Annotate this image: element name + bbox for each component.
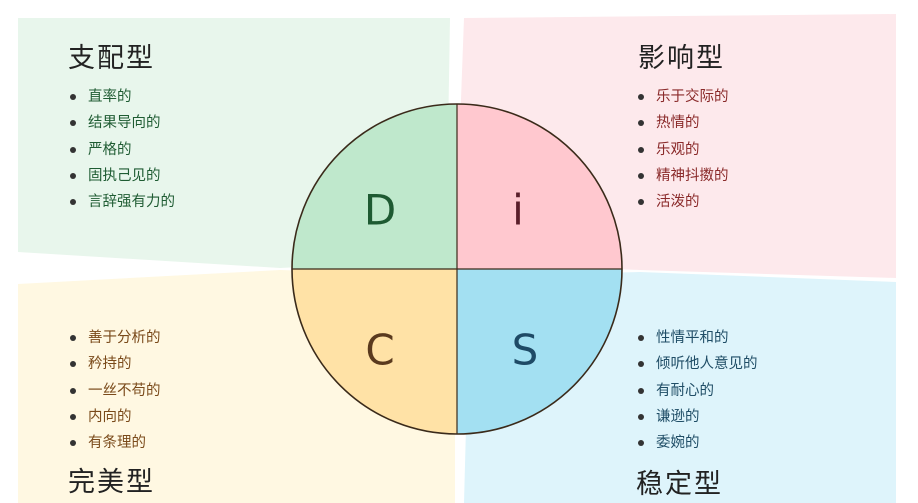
title-i: 影响型 xyxy=(638,43,725,74)
trait-list-d: 直率的 结果导向的 严格的 固执己见的 言辞强有力的 xyxy=(70,84,175,215)
sector-i xyxy=(457,104,622,269)
trait-item: 有耐心的 xyxy=(638,378,758,404)
trait-item: 善于分析的 xyxy=(70,325,161,351)
trait-item: 活泼的 xyxy=(638,189,729,215)
trait-item: 直率的 xyxy=(70,84,175,110)
trait-item: 委婉的 xyxy=(638,430,758,456)
disc-letter-i: i xyxy=(512,185,524,235)
trait-item: 固执己见的 xyxy=(70,163,175,189)
trait-item: 倾听他人意见的 xyxy=(638,351,758,377)
trait-item: 乐观的 xyxy=(638,137,729,163)
trait-item: 热情的 xyxy=(638,110,729,136)
title-s: 稳定型 xyxy=(636,469,723,500)
sector-c xyxy=(292,269,457,434)
trait-item: 结果导向的 xyxy=(70,110,175,136)
trait-item: 内向的 xyxy=(70,404,161,430)
sector-s xyxy=(457,269,622,434)
disc-letter-d: D xyxy=(363,185,397,235)
title-d: 支配型 xyxy=(68,43,155,74)
disc-letter-s: S xyxy=(511,325,539,375)
trait-item: 有条理的 xyxy=(70,430,161,456)
trait-item: 谦逊的 xyxy=(638,404,758,430)
trait-list-s: 性情平和的 倾听他人意见的 有耐心的 谦逊的 委婉的 xyxy=(638,325,758,456)
sector-d xyxy=(292,104,457,269)
disc-letter-c: C xyxy=(365,325,395,375)
trait-item: 言辞强有力的 xyxy=(70,189,175,215)
trait-item: 精神抖擞的 xyxy=(638,163,729,189)
trait-list-i: 乐于交际的 热情的 乐观的 精神抖擞的 活泼的 xyxy=(638,84,729,215)
trait-item: 矜持的 xyxy=(70,351,161,377)
title-c: 完美型 xyxy=(68,467,155,498)
trait-item: 一丝不苟的 xyxy=(70,378,161,404)
trait-item: 性情平和的 xyxy=(638,325,758,351)
trait-item: 严格的 xyxy=(70,137,175,163)
trait-list-c: 善于分析的 矜持的 一丝不苟的 内向的 有条理的 xyxy=(70,325,161,456)
trait-item: 乐于交际的 xyxy=(638,84,729,110)
